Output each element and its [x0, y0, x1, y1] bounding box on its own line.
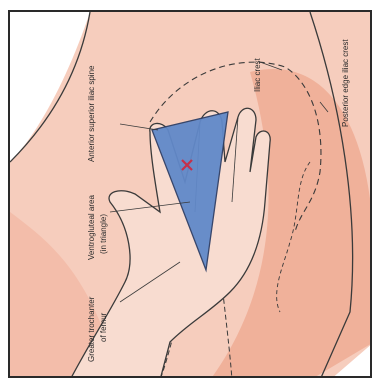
label-posterior-edge: Posterior edge iliac crest: [341, 39, 350, 127]
label-iliac-crest: Iliac crest: [253, 57, 262, 92]
label-greater-trochanter: Greater trochanter: [87, 296, 96, 362]
diagram-frame: Anterior superior iliac spine Iliac cres…: [8, 10, 372, 378]
label-in-triangle: (in triangle): [99, 214, 108, 254]
ventrogluteal-diagram: Anterior superior iliac spine Iliac cres…: [10, 12, 372, 378]
label-asis: Anterior superior iliac spine: [87, 65, 96, 162]
label-ventrogluteal-area: Ventrogluteal area: [87, 195, 96, 260]
label-of-femur: of femur: [99, 312, 108, 342]
